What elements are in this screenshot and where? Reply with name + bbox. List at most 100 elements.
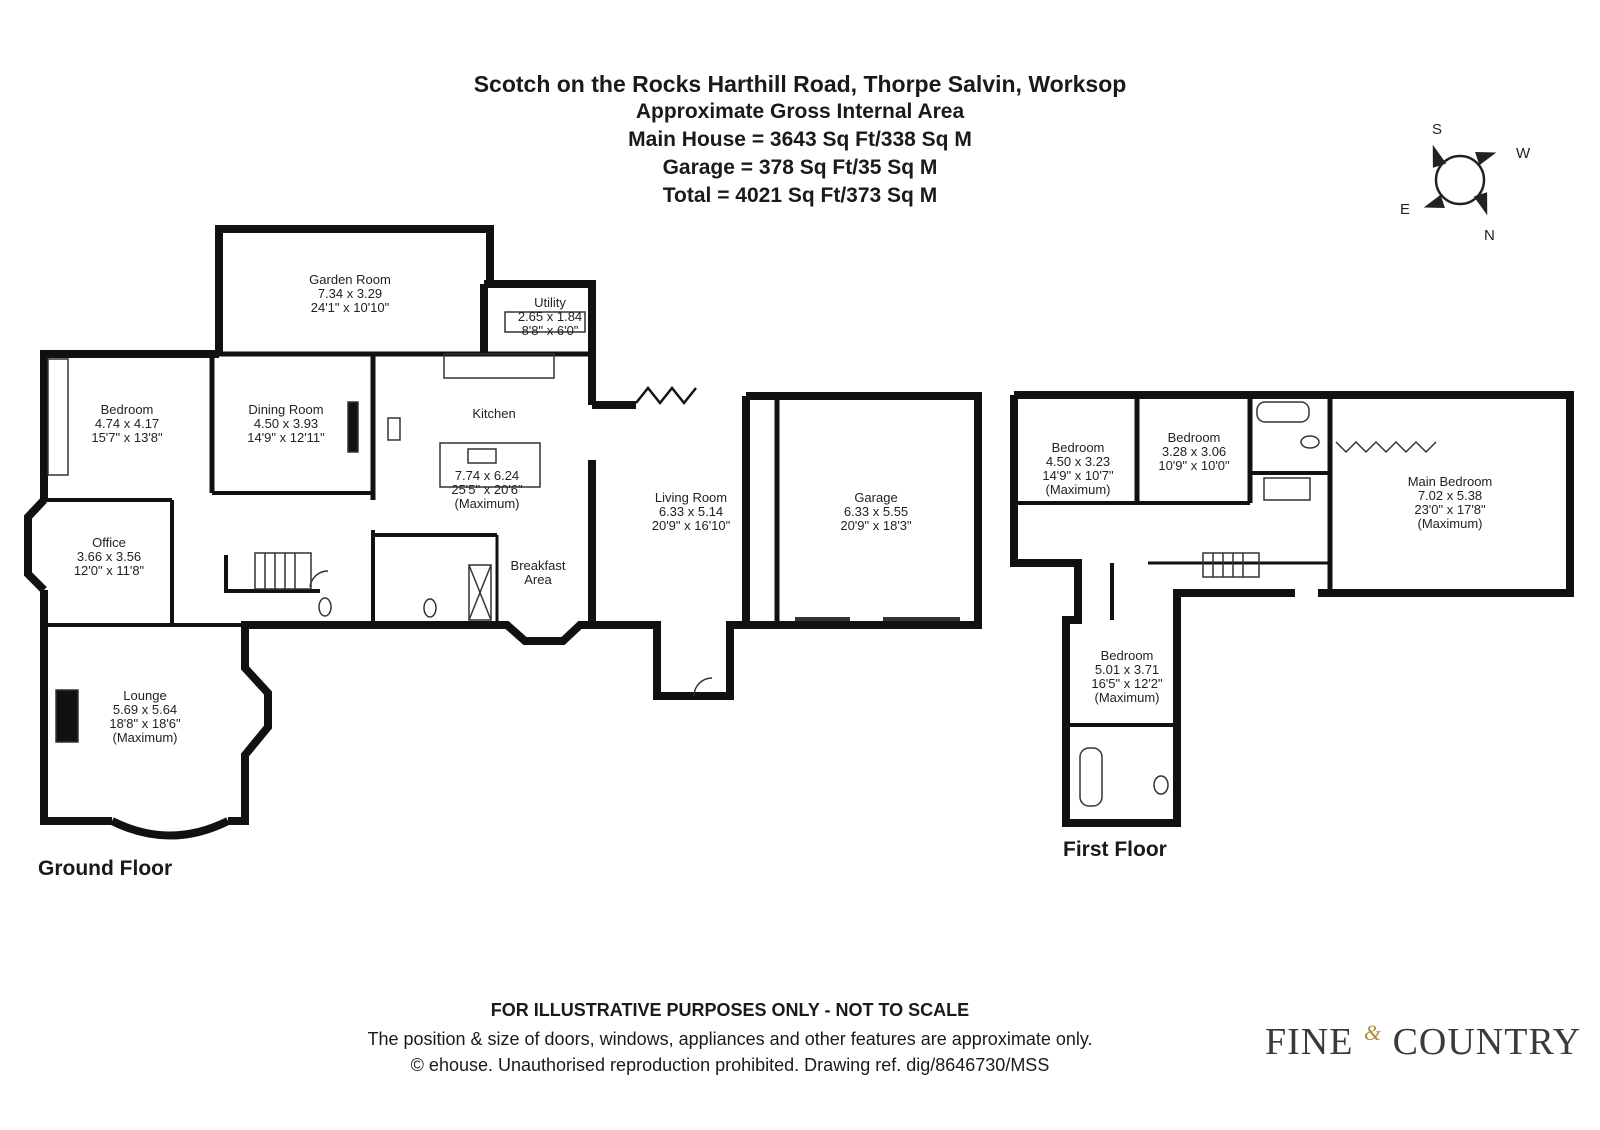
room-main-bedroom: Main Bedroom 7.02 x 5.38 23'0" x 17'8" (… (1408, 474, 1493, 531)
svg-text:3.66 x 3.56: 3.66 x 3.56 (77, 549, 141, 564)
svg-text:4.74 x 4.17: 4.74 x 4.17 (95, 416, 159, 431)
disclaimer: FOR ILLUSTRATIVE PURPOSES ONLY - NOT TO … (490, 1000, 970, 1020)
svg-text:Bedroom: Bedroom (1101, 648, 1154, 663)
copyright: © ehouse. Unauthorised reproduction proh… (410, 1055, 1050, 1075)
room-kitchen: Kitchen 7.74 x 6.24 25'5" x 20'6" (Maxim… (451, 406, 523, 511)
svg-text:6.33 x 5.14: 6.33 x 5.14 (659, 504, 723, 519)
svg-text:20'9" x 18'3": 20'9" x 18'3" (840, 518, 912, 533)
utility-counter (504, 311, 586, 333)
logo-ampersand: & (1363, 1020, 1383, 1045)
svg-text:20'9" x 16'10": 20'9" x 16'10" (652, 518, 731, 533)
fireplace-lounge (55, 689, 79, 743)
svg-text:Utility: Utility (534, 295, 566, 310)
svg-text:4.50 x 3.23: 4.50 x 3.23 (1046, 454, 1110, 469)
hob-icon (387, 417, 401, 441)
svg-text:Bedroom: Bedroom (101, 402, 154, 417)
room-bedroom-first-1: Bedroom 4.50 x 3.23 14'9" x 10'7" (Maxim… (1042, 440, 1114, 497)
shower-icon (468, 564, 492, 621)
compass-icon: S W E N (1400, 121, 1531, 244)
toilet-ff-icon (1300, 435, 1320, 449)
svg-text:Bedroom: Bedroom (1052, 440, 1105, 455)
compass-s: S (1432, 121, 1442, 138)
svg-text:23'0" x 17'8": 23'0" x 17'8" (1414, 502, 1486, 517)
shower-ff-icon (1263, 477, 1311, 501)
svg-text:Bedroom: Bedroom (1168, 430, 1221, 445)
property-title: Scotch on the Rocks Harthill Road, Thorp… (473, 71, 1127, 97)
ground-floor-label: Ground Floor (38, 857, 173, 880)
svg-text:24'1" x 10'10": 24'1" x 10'10" (311, 300, 390, 315)
svg-text:10'9" x 10'0": 10'9" x 10'0" (1158, 458, 1230, 473)
room-garden-room: Garden Room 7.34 x 3.29 24'1" x 10'10" (309, 272, 391, 315)
svg-text:Living Room: Living Room (655, 490, 727, 505)
svg-text:16'5" x 12'2": 16'5" x 12'2" (1091, 676, 1163, 691)
svg-text:(Maximum): (Maximum) (1418, 516, 1483, 531)
svg-text:2.65 x 1.84: 2.65 x 1.84 (518, 309, 582, 324)
wardrobe-ff-icon (1335, 440, 1437, 454)
svg-text:7.74 x 6.24: 7.74 x 6.24 (455, 468, 519, 483)
svg-text:15'7" x 13'8": 15'7" x 13'8" (91, 430, 163, 445)
compass-e: E (1400, 201, 1410, 218)
staircase-icon (254, 552, 312, 590)
svg-text:14'9" x 10'7": 14'9" x 10'7" (1042, 468, 1114, 483)
room-lounge: Lounge 5.69 x 5.64 18'8" x 18'6" (Maximu… (109, 688, 181, 745)
ground-floor-walls (24, 225, 982, 840)
svg-text:8'8" x 6'0": 8'8" x 6'0" (522, 323, 579, 338)
svg-text:12'0" x 11'8": 12'0" x 11'8" (74, 563, 145, 578)
bath-icon-2 (1079, 747, 1103, 807)
garage-area: Garage = 378 Sq Ft/35 Sq M (662, 156, 938, 179)
toilet-icon-2 (318, 597, 332, 617)
room-dining-room: Dining Room 4.50 x 3.93 14'9" x 12'11" (247, 402, 325, 445)
fireplace-dining (347, 401, 359, 453)
bath-icon (1256, 401, 1310, 423)
svg-text:Garage: Garage (854, 490, 897, 505)
svg-text:Garden Room: Garden Room (309, 272, 391, 287)
svg-text:14'9" x 12'11": 14'9" x 12'11" (247, 430, 325, 445)
svg-text:Breakfast: Breakfast (511, 558, 566, 573)
sink-icon (467, 448, 497, 464)
ground-floor-fixtures (47, 311, 960, 743)
svg-text:Main Bedroom: Main Bedroom (1408, 474, 1493, 489)
svg-text:6.33 x 5.55: 6.33 x 5.55 (844, 504, 908, 519)
svg-text:7.02 x 5.38: 7.02 x 5.38 (1418, 488, 1482, 503)
svg-text:(Maximum): (Maximum) (1095, 690, 1160, 705)
svg-text:18'8" x 18'6": 18'8" x 18'6" (109, 716, 181, 731)
total-area: Total = 4021 Sq Ft/373 Sq M (662, 184, 938, 207)
room-garage: Garage 6.33 x 5.55 20'9" x 18'3" (840, 490, 912, 533)
kitchen-island (439, 442, 541, 488)
svg-text:5.01 x 3.71: 5.01 x 3.71 (1095, 662, 1159, 677)
compass-n: N (1484, 227, 1495, 244)
svg-text:(Maximum): (Maximum) (113, 730, 178, 745)
svg-text:3.28 x 3.06: 3.28 x 3.06 (1162, 444, 1226, 459)
area-subtitle: Approximate Gross Internal Area (635, 100, 965, 123)
svg-text:Area: Area (524, 572, 552, 587)
svg-text:Kitchen: Kitchen (472, 406, 515, 421)
room-utility: Utility 2.65 x 1.84 8'8" x 6'0" (518, 295, 582, 338)
room-living-room: Living Room 6.33 x 5.14 20'9" x 16'10" (652, 490, 731, 533)
room-breakfast-area: Breakfast Area (511, 558, 566, 587)
svg-text:(Maximum): (Maximum) (455, 496, 520, 511)
fine-country-logo: FINE & COUNTRY (1265, 1020, 1581, 1064)
main-house-area: Main House = 3643 Sq Ft/338 Sq M (628, 128, 972, 151)
toilet-icon (423, 598, 437, 618)
compass-w: W (1516, 145, 1531, 162)
svg-text:Lounge: Lounge (123, 688, 166, 703)
svg-text:4.50 x 3.93: 4.50 x 3.93 (254, 416, 318, 431)
svg-text:Dining Room: Dining Room (248, 402, 323, 417)
room-office: Office 3.66 x 3.56 12'0" x 11'8" (74, 535, 145, 578)
room-bedroom-first-3: Bedroom 5.01 x 3.71 16'5" x 12'2" (Maxim… (1091, 648, 1163, 705)
staircase-ff-icon (1202, 552, 1260, 578)
svg-text:(Maximum): (Maximum) (1046, 482, 1111, 497)
svg-text:5.69 x 5.64: 5.69 x 5.64 (113, 702, 177, 717)
svg-text:25'5" x 20'6": 25'5" x 20'6" (451, 482, 523, 497)
room-bedroom-ground: Bedroom 4.74 x 4.17 15'7" x 13'8" (91, 402, 163, 445)
first-floor-walls (1010, 391, 1574, 827)
plan-footer: FOR ILLUSTRATIVE PURPOSES ONLY - NOT TO … (340, 1000, 1120, 1076)
first-floor-fixtures (1079, 401, 1437, 807)
plan-header: Scotch on the Rocks Harthill Road, Thorp… (0, 70, 1600, 210)
logo-word-country: COUNTRY (1392, 1021, 1582, 1063)
kitchen-counter (443, 353, 555, 379)
svg-text:Office: Office (92, 535, 126, 550)
svg-text:7.34 x 3.29: 7.34 x 3.29 (318, 286, 382, 301)
first-floor-label: First Floor (1063, 838, 1167, 861)
